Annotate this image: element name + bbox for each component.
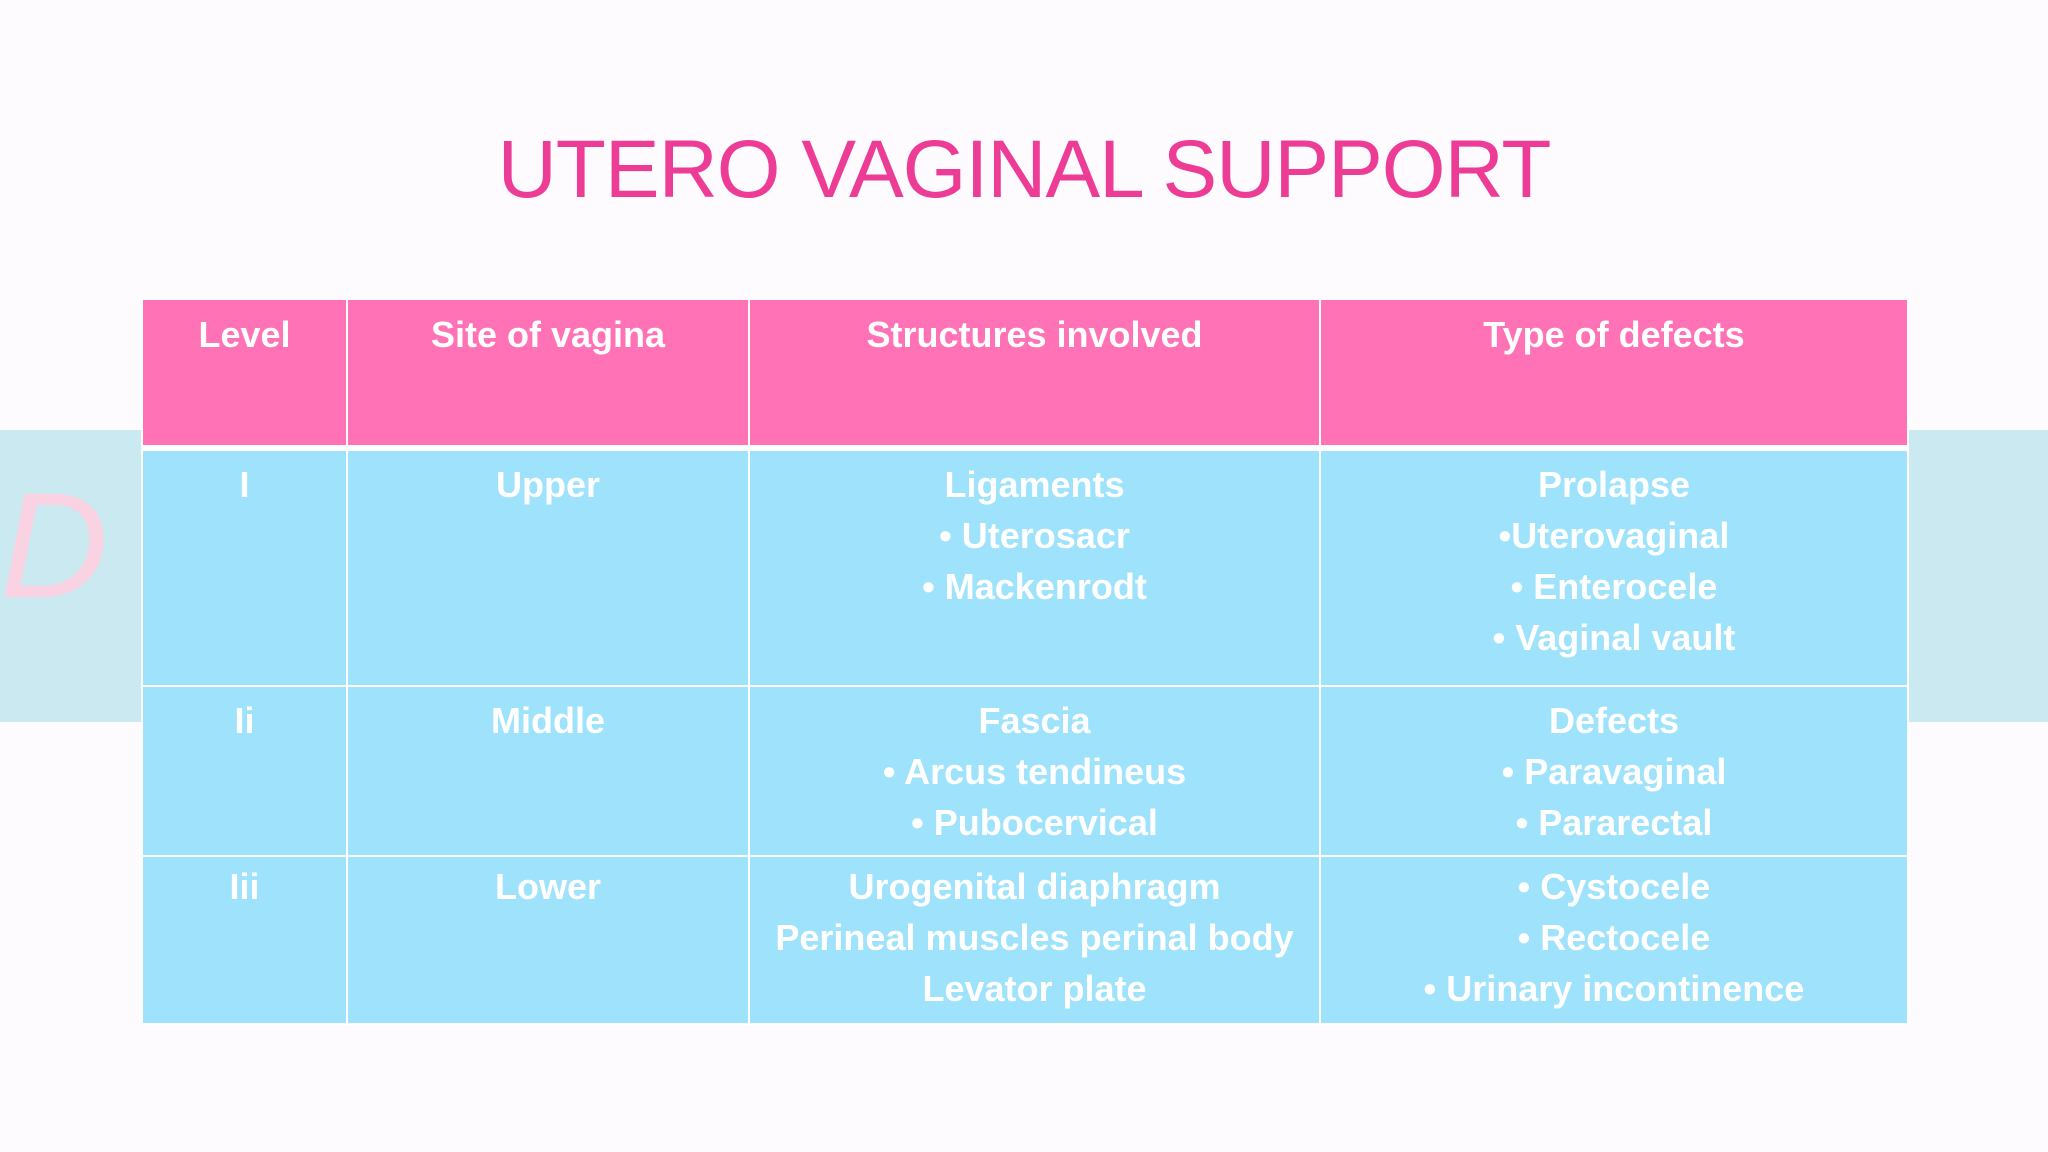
defects-line: • Cystocele: [1517, 866, 1711, 907]
site-cell: Upper: [346, 447, 750, 687]
table-row: Ii Middle Fascia • Arcus tendineus • Pub…: [141, 685, 1909, 857]
defects-line: Prolapse: [1537, 464, 1691, 505]
defects-line: Defects: [1548, 700, 1680, 741]
structures-cell: Fascia • Arcus tendineus • Pubocervical: [748, 685, 1321, 857]
site-cell: Lower: [346, 855, 750, 1025]
structures-line: Urogenital diaphragm: [848, 866, 1221, 907]
defects-line: •Uterovaginal: [1498, 515, 1730, 556]
header-level: Level: [141, 300, 348, 451]
level-cell: I: [141, 447, 348, 687]
structures-cell: Ligaments • Uterosacr • Mackenrodt: [748, 447, 1321, 687]
site-cell: Middle: [346, 685, 750, 857]
table-row: Iii Lower Urogenital diaphragm Perineal …: [141, 855, 1909, 1025]
defects-line: • Rectocele: [1517, 917, 1711, 958]
structures-line: Perineal muscles perinal body: [775, 917, 1294, 958]
structures-line: • Pubocervical: [911, 802, 1158, 843]
support-table: Level Site of vagina Structures involved…: [141, 300, 1909, 1025]
header-structures-involved: Structures involved: [748, 300, 1321, 451]
level-cell: Iii: [141, 855, 348, 1025]
structures-line: Levator plate: [922, 968, 1147, 1009]
level-cell: Ii: [141, 685, 348, 857]
slide-title: UTERO VAGINAL SUPPORT: [497, 124, 1552, 215]
defects-cell: Defects • Paravaginal • Pararectal: [1319, 685, 1909, 857]
structures-cell: Urogenital diaphragm Perineal muscles pe…: [748, 855, 1321, 1025]
header-type-of-defects: Type of defects: [1319, 300, 1909, 451]
structures-line: • Arcus tendineus: [882, 751, 1187, 792]
header-site-of-vagina: Site of vagina: [346, 300, 750, 451]
table-row: I Upper Ligaments • Uterosacr • Mackenro…: [141, 447, 1909, 687]
defects-cell: Prolapse •Uterovaginal • Enterocele • Va…: [1319, 447, 1909, 687]
defects-line: • Enterocele: [1510, 566, 1718, 607]
defects-line: • Pararectal: [1515, 802, 1713, 843]
table-header-row: Level Site of vagina Structures involved…: [141, 300, 1909, 451]
structures-line: Ligaments: [944, 464, 1125, 505]
defects-line: • Vaginal vault: [1492, 617, 1736, 658]
defects-cell: • Cystocele • Rectocele • Urinary incont…: [1319, 855, 1909, 1025]
watermark-logo: D: [0, 461, 113, 629]
structures-line: • Uterosacr: [939, 515, 1130, 556]
structures-line: • Mackenrodt: [922, 566, 1147, 607]
defects-line: • Paravaginal: [1501, 751, 1727, 792]
defects-line: • Urinary incontinence: [1423, 968, 1805, 1009]
structures-line: Fascia: [978, 700, 1091, 741]
